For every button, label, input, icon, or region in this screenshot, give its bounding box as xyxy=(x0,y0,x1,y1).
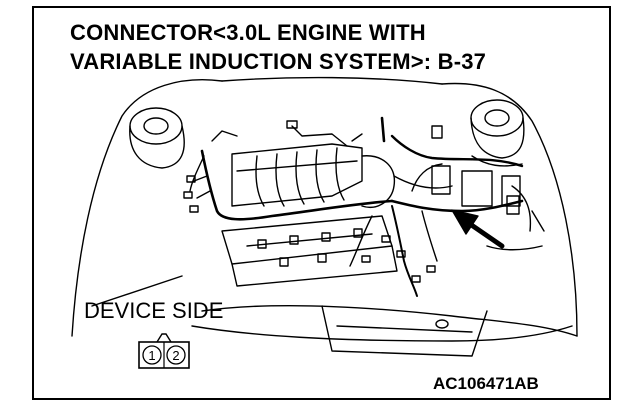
pointer-arrow-head xyxy=(451,209,479,235)
diagram-title: CONNECTOR<3.0L ENGINE WITH VARIABLE INDU… xyxy=(70,18,486,76)
device-side-label: DEVICE SIDE xyxy=(84,298,224,323)
engine-bay-illustration xyxy=(71,76,578,357)
pointer-arrow-shaft xyxy=(467,221,505,249)
title-line-2: VARIABLE INDUCTION SYSTEM>: B-37 xyxy=(70,49,487,74)
connector-pin-1 xyxy=(142,345,162,365)
figure-code: AC106471AB xyxy=(433,374,539,393)
pin-label-2: 2 xyxy=(172,348,179,363)
connector-face-icon: 1 2 xyxy=(138,333,190,369)
title-line-1: CONNECTOR<3.0L ENGINE WITH xyxy=(70,20,426,45)
pin-label-1: 1 xyxy=(148,348,155,363)
connector-pin-2 xyxy=(166,345,186,365)
